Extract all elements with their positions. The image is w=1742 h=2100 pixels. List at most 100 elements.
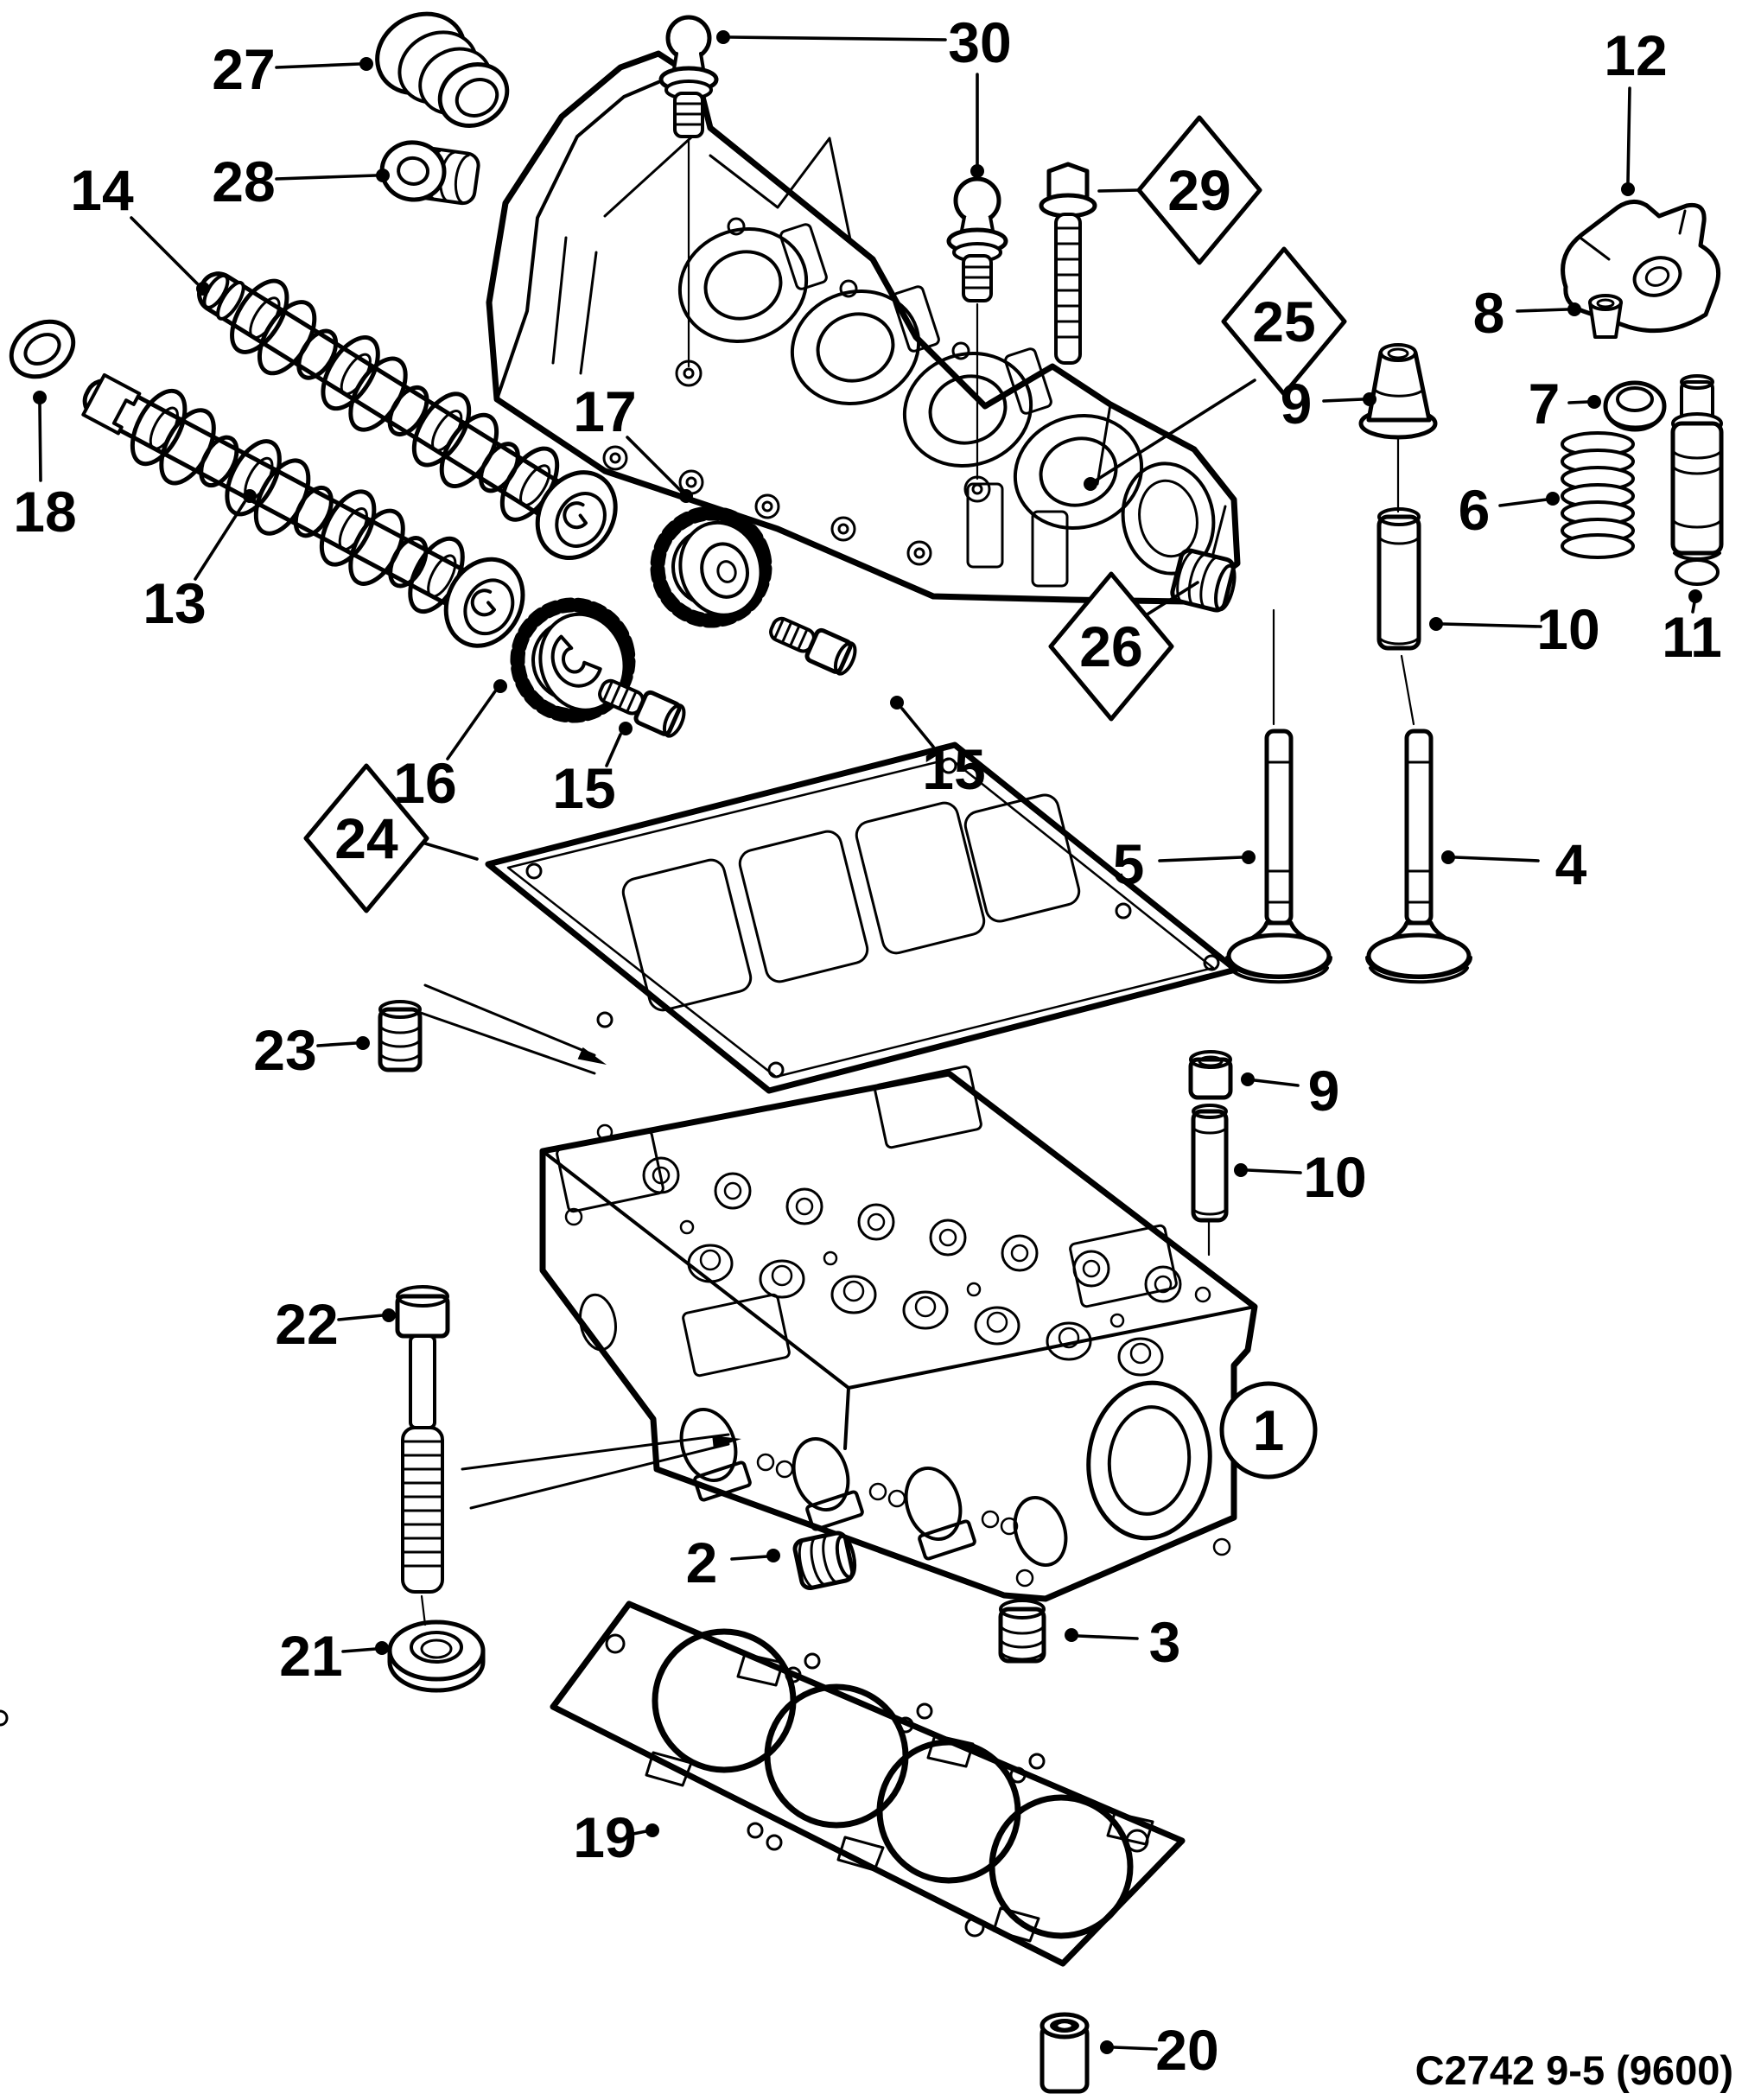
callout-number-9a: 9 [1281, 372, 1313, 436]
callout-number-22: 22 [275, 1292, 338, 1356]
callout-number-11: 11 [1662, 605, 1722, 669]
head-bolt-22 [395, 1285, 450, 1594]
callout-number-18: 18 [13, 480, 76, 544]
callout-number-3: 3 [1149, 1610, 1181, 1674]
callout-number-10a: 10 [1536, 597, 1599, 661]
valve-stem-seal-9b [1188, 1050, 1233, 1100]
callout-14[interactable]: 14 [70, 158, 210, 296]
camshaft-gear-17 [650, 506, 772, 628]
callout-9b[interactable]: 9 [1241, 1059, 1339, 1123]
callout-number-24: 24 [334, 806, 398, 870]
valve-spring-6 [1561, 431, 1635, 559]
hydraulic-lifter-11 [1670, 374, 1724, 586]
spring-seat-7 [1603, 380, 1667, 432]
callout-number-19: 19 [573, 1805, 636, 1869]
callout-number-28: 28 [212, 150, 275, 213]
callout-number-8: 8 [1473, 281, 1505, 345]
valve-guide-10b [1191, 1104, 1229, 1223]
ball-stud-30a [658, 15, 719, 138]
drawing-code: C2742 9-5 (9600) [1415, 2047, 1733, 2093]
callout-number-5: 5 [1113, 832, 1145, 896]
camshaft-exhaust-14 [197, 271, 618, 561]
cylinder-head [539, 1065, 1258, 1602]
callout-18[interactable]: 18 [13, 391, 77, 544]
callout-3[interactable]: 3 [1065, 1610, 1180, 1674]
gear-bolt-15b [769, 616, 857, 676]
ball-stud-30b [946, 176, 1008, 302]
callout-number-7: 7 [1529, 372, 1561, 436]
callout-15a[interactable]: 15 [552, 722, 633, 820]
callout-number-1: 1 [1253, 1398, 1285, 1462]
camshaft-intake-13 [81, 372, 525, 648]
callout-20[interactable]: 20 [1100, 2018, 1219, 2082]
valve-4 [1365, 729, 1472, 984]
callout-number-20: 20 [1155, 2018, 1218, 2082]
cam-cover [486, 50, 1241, 605]
gear-bolt-15a [598, 678, 686, 738]
callout-number-27: 27 [212, 37, 275, 101]
head-gasket-19 [0, 1600, 1186, 1967]
callout-23[interactable]: 23 [253, 1018, 370, 1082]
callout-19[interactable]: 19 [573, 1805, 659, 1869]
oil-plug-26 [1170, 548, 1237, 613]
callout-12[interactable]: 12 [1604, 23, 1668, 196]
seal-grommet-27 [375, 11, 510, 128]
callout-28[interactable]: 28 [212, 150, 390, 213]
camshaft-gear-16 [510, 597, 636, 723]
callout-10b[interactable]: 10 [1234, 1145, 1367, 1209]
washer-21 [387, 1620, 486, 1693]
callout-6[interactable]: 6 [1459, 478, 1560, 542]
callout-number-17: 17 [573, 379, 636, 443]
bolt-29 [1039, 162, 1097, 365]
callout-number-9b: 9 [1308, 1059, 1340, 1123]
callout-number-4: 4 [1555, 832, 1587, 896]
callout-number-12: 12 [1604, 23, 1667, 87]
callout-number-13: 13 [143, 571, 206, 635]
callout-number-15a: 15 [552, 756, 615, 820]
callout-number-10b: 10 [1303, 1145, 1366, 1209]
callout-10a[interactable]: 10 [1429, 597, 1600, 661]
callout-number-25: 25 [1252, 290, 1315, 353]
callout-5[interactable]: 5 [1113, 832, 1256, 896]
callout-7[interactable]: 7 [1529, 372, 1601, 436]
callout-30[interactable]: 30 [716, 10, 1012, 178]
callout-22[interactable]: 22 [275, 1292, 396, 1356]
dowel-sleeve-23 [378, 1000, 423, 1072]
dowel-sleeve-3 [998, 1599, 1046, 1664]
callout-16[interactable]: 16 [393, 679, 507, 815]
callout-29[interactable]: 29 [1097, 115, 1262, 265]
callout-4[interactable]: 4 [1441, 832, 1587, 896]
callout-21[interactable]: 21 [279, 1624, 389, 1688]
alignment-lines [420, 138, 1415, 1626]
callout-17[interactable]: 17 [573, 379, 693, 503]
callout-15b[interactable]: 15 [890, 696, 986, 801]
seal-ring-18 [9, 319, 76, 379]
callout-2[interactable]: 2 [686, 1530, 780, 1594]
valve-stem-seal-9a [1358, 343, 1438, 440]
cover-gasket-24 [485, 741, 1239, 1094]
callout-number-2: 2 [686, 1530, 718, 1594]
callout-26[interactable]: 26 [1048, 571, 1199, 722]
callout-number-14: 14 [70, 158, 134, 222]
pointer-arrows [419, 983, 741, 1510]
callout-number-29: 29 [1167, 158, 1230, 222]
callout-8[interactable]: 8 [1473, 281, 1581, 345]
valve-5 [1225, 729, 1332, 984]
callout-13[interactable]: 13 [143, 489, 257, 635]
callout-27[interactable]: 27 [212, 37, 373, 101]
callout-11[interactable]: 11 [1662, 589, 1722, 669]
callout-number-21: 21 [279, 1624, 342, 1688]
callout-9a[interactable]: 9 [1281, 372, 1376, 436]
callout-number-30: 30 [948, 10, 1011, 74]
callout-number-26: 26 [1079, 614, 1142, 678]
callout-1[interactable]: 1 [1219, 1381, 1318, 1480]
callout-number-23: 23 [253, 1018, 316, 1082]
valve-cap-8 [1588, 294, 1623, 339]
callout-24[interactable]: 24 [303, 763, 479, 913]
callout-25[interactable]: 25 [1084, 246, 1347, 491]
valve-guide-10a [1376, 507, 1421, 651]
callout-number-16: 16 [393, 751, 456, 815]
blanking-plug-28 [379, 140, 480, 206]
